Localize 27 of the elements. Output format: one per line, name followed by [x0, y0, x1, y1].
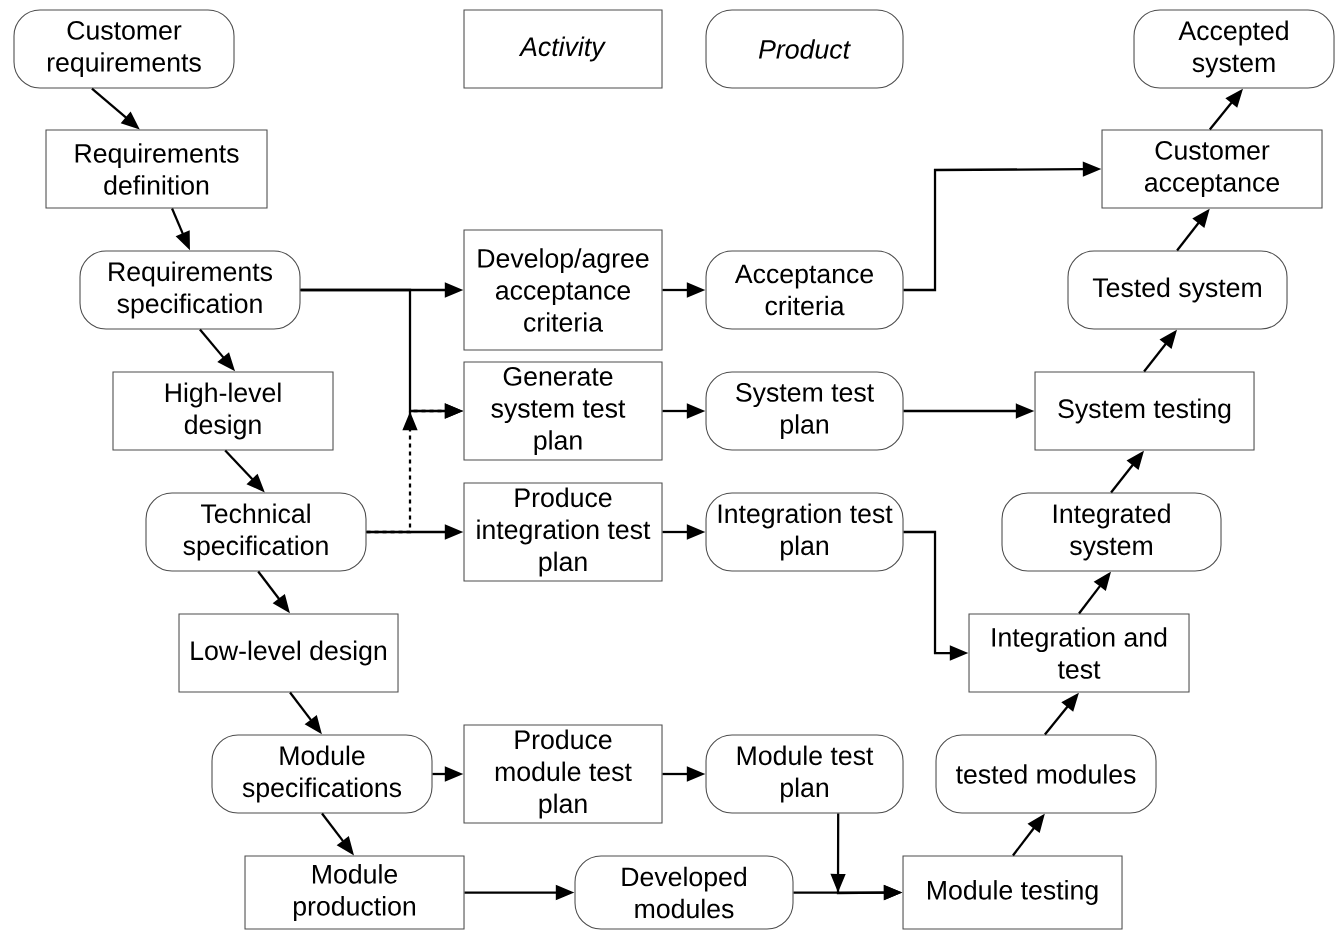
activity-box: System testing [1034, 371, 1255, 451]
product-box: Product [705, 9, 904, 89]
activity-box: High-level design [112, 371, 334, 451]
activity-box: Produce integration test plan [463, 482, 663, 582]
product-box: Module specifications [211, 734, 433, 814]
activity-box: Integration and test [968, 613, 1190, 693]
product-box: System test plan [705, 371, 904, 451]
product-box: Integration test plan [705, 492, 904, 572]
activity-box: Produce module test plan [463, 724, 663, 824]
activity-box: Requirements definition [45, 129, 268, 209]
product-box: Requirements specification [79, 250, 301, 330]
activity-box: Activity [463, 9, 663, 89]
product-box: Technical specification [145, 492, 367, 572]
product-box: Acceptance criteria [705, 250, 904, 330]
product-box: Tested system [1067, 250, 1288, 330]
activity-box: Customer acceptance [1101, 129, 1323, 209]
activity-box: Generate system test plan [463, 361, 663, 461]
activity-box: Develop/agree acceptance criteria [463, 229, 663, 351]
activity-box: Module production [244, 855, 465, 930]
product-box: Developed modules [574, 855, 794, 930]
activity-box: Module testing [902, 855, 1123, 930]
product-box: Module test plan [705, 734, 904, 814]
product-box: Customer requirements [13, 9, 235, 89]
product-box: Accepted system [1133, 9, 1335, 89]
product-box: Integrated system [1001, 492, 1222, 572]
activity-box: Low-level design [178, 613, 399, 693]
product-box: tested modules [935, 734, 1157, 814]
